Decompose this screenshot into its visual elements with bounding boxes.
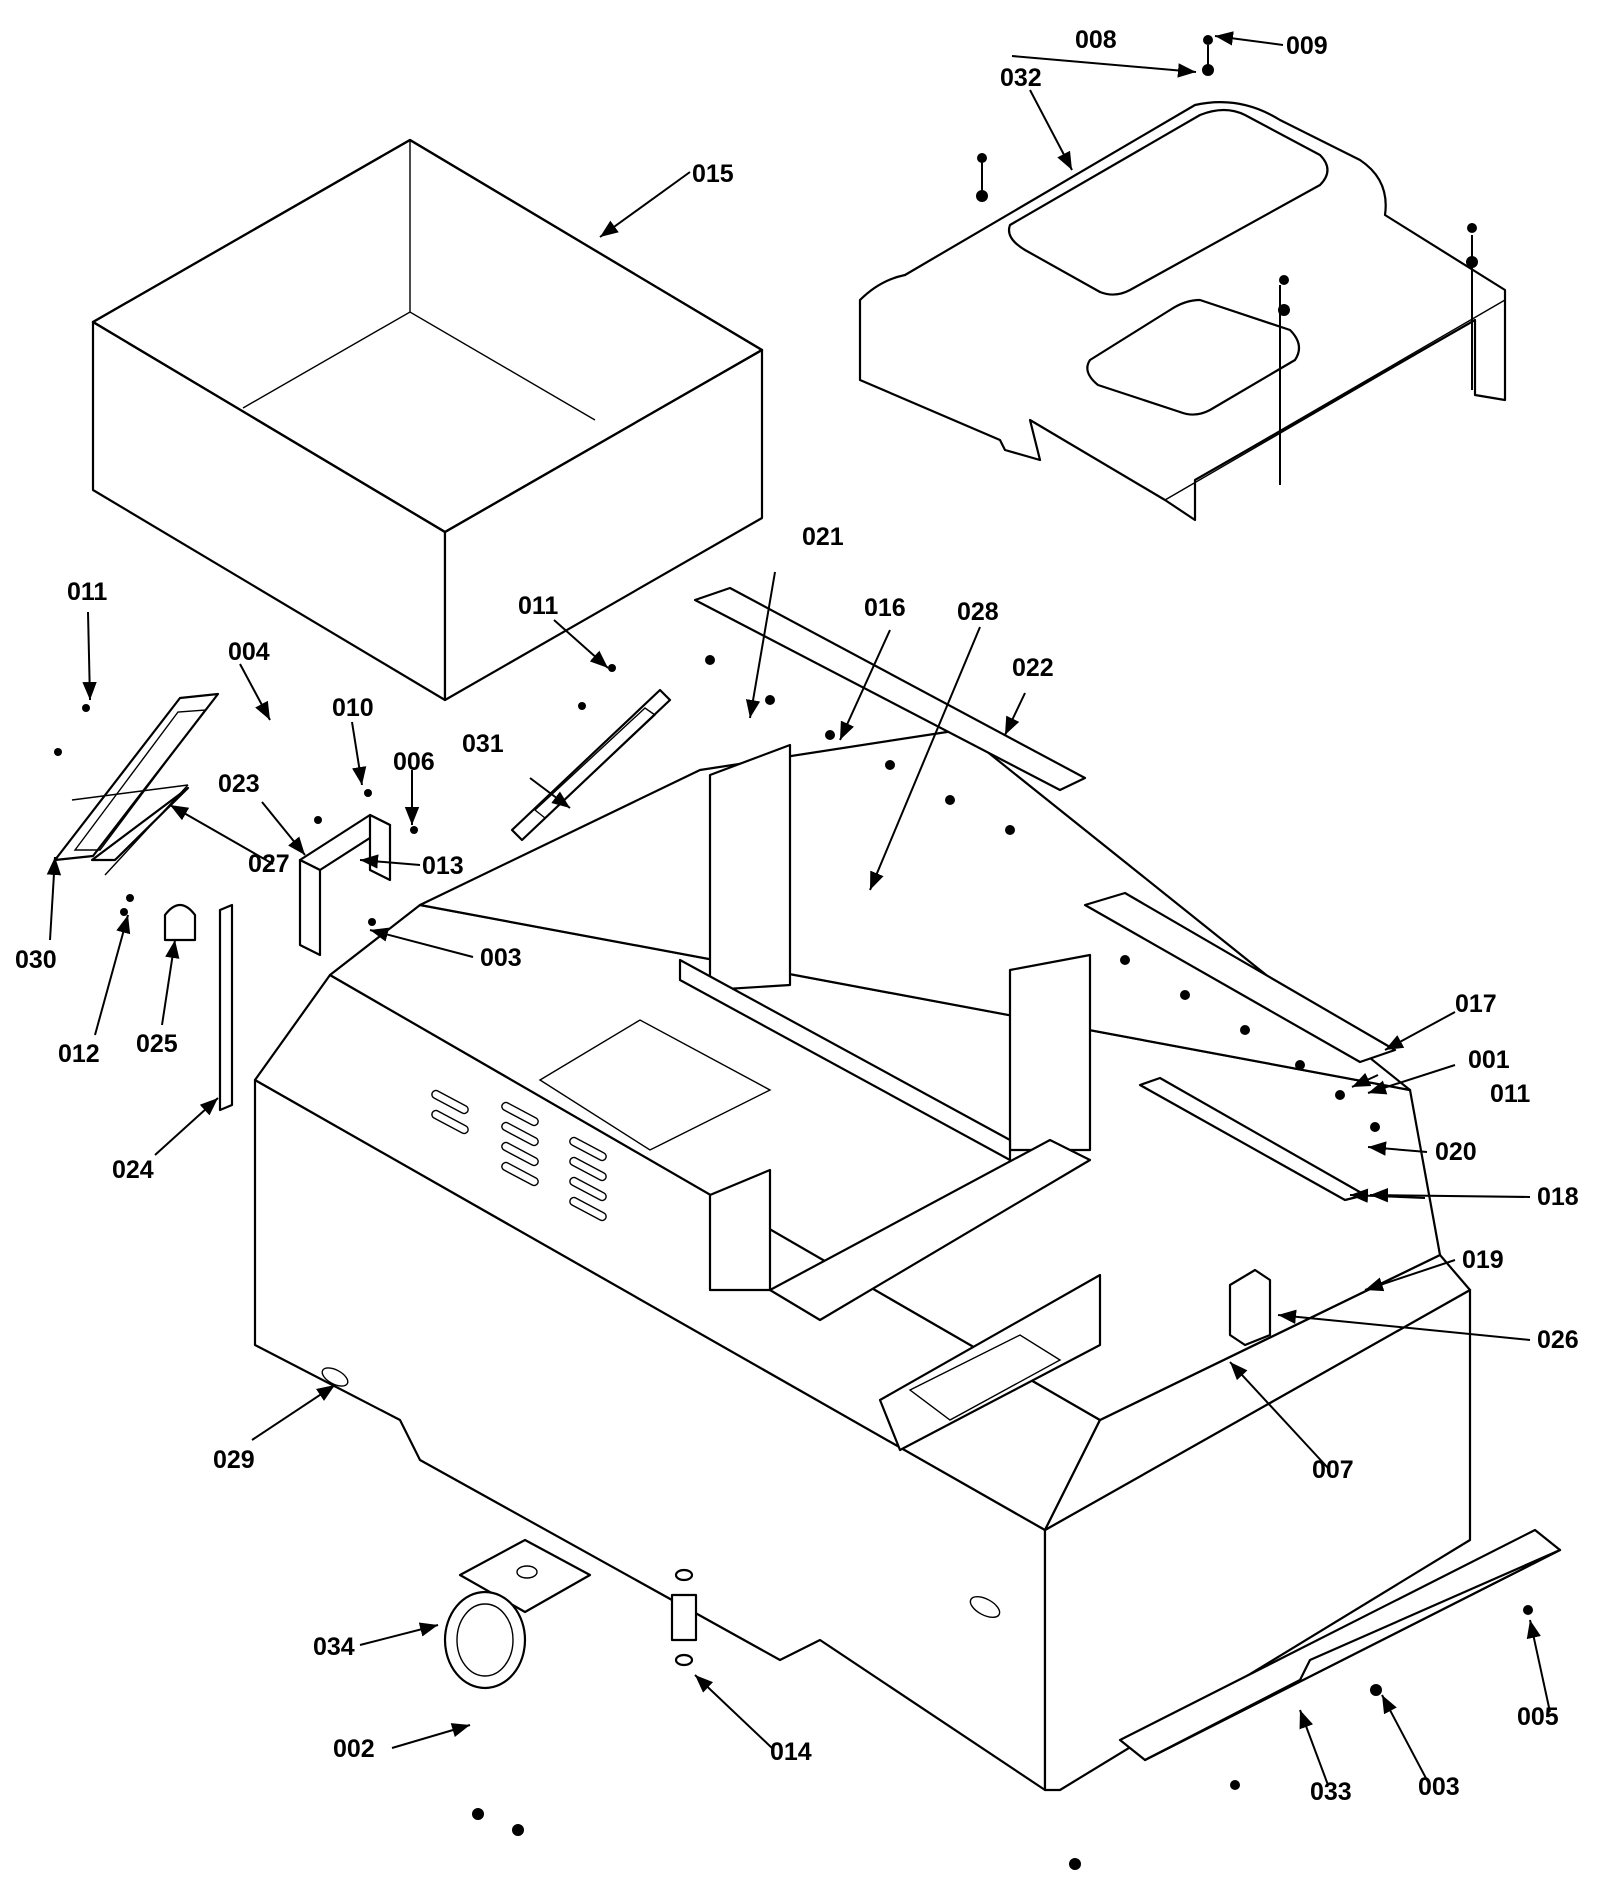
callout-020: 020 [1435,1138,1477,1166]
callout-011-mid: 011 [518,592,558,620]
callout-006: 006 [393,748,435,776]
callout-031: 031 [462,730,504,758]
callout-007: 007 [1312,1456,1354,1484]
strip-024 [218,903,234,1112]
callout-008: 008 [1075,26,1117,54]
callout-001: 001 [1468,1046,1510,1074]
callout-005: 005 [1517,1703,1559,1731]
callout-027: 027 [248,850,290,878]
open-box-015 [91,138,764,702]
callout-019: 019 [1462,1246,1504,1274]
callout-033: 033 [1310,1778,1352,1806]
lock-025 [163,903,197,942]
callout-018: 018 [1537,1183,1579,1211]
callout-022: 022 [1012,654,1054,682]
callout-012: 012 [58,1040,100,1068]
front-louvres [431,1089,607,1222]
kick-plate-033 [1118,1528,1562,1762]
callout-032: 032 [1000,64,1042,92]
callout-003-bottom: 003 [1418,1773,1460,1801]
callout-003-top: 003 [480,944,522,972]
standoff-014 [670,1568,698,1667]
callout-010: 010 [332,694,374,722]
callout-013: 013 [422,852,464,880]
callout-011-right: 011 [1490,1080,1530,1108]
callout-023: 023 [218,770,260,798]
base-cabinet-029 [253,728,1472,1792]
top-cover-032 [858,45,1507,522]
callout-024: 024 [112,1156,154,1184]
callout-029: 029 [213,1446,255,1474]
callout-014: 014 [770,1738,812,1766]
callout-011-left: 011 [67,578,107,606]
callout-015: 015 [692,160,734,188]
plate-017 [1083,891,1397,1064]
callout-030: 030 [15,946,57,974]
callout-025: 025 [136,1030,178,1058]
callout-026: 026 [1537,1326,1579,1354]
caster-034 [443,1538,592,1690]
block-026 [1228,1268,1272,1347]
bracket-023 [298,813,392,957]
callout-009: 009 [1286,32,1328,60]
callout-002: 002 [333,1735,375,1763]
callout-labels: 008 009 032 015 011 011 021 016 028 022 … [15,26,1579,1806]
callout-028: 028 [957,598,999,626]
hardware [54,35,1533,1870]
callout-004: 004 [228,638,270,666]
callout-016: 016 [864,594,906,622]
callout-021: 021 [802,523,844,551]
callout-017: 017 [1455,990,1497,1018]
callout-034: 034 [313,1633,355,1661]
panel-027 [71,784,190,876]
leader-lines [46,31,1551,1786]
frame-panel-030 [53,692,220,862]
